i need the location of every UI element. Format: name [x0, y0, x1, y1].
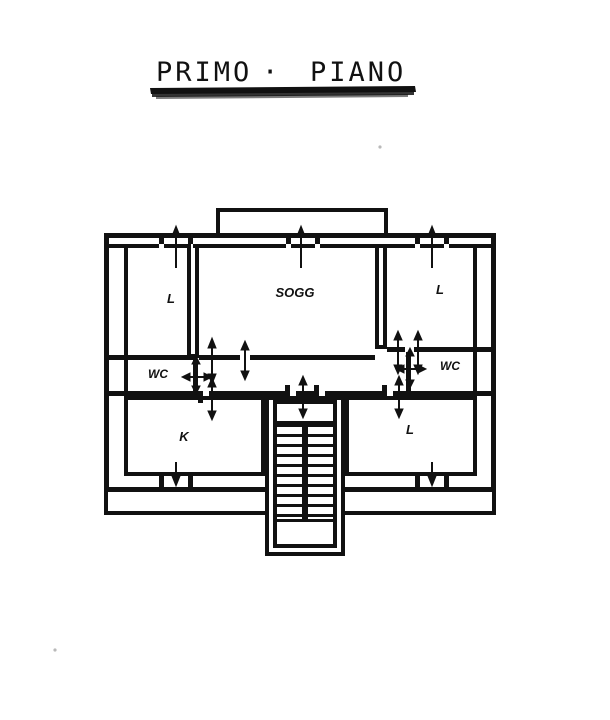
door-cucina — [207, 376, 217, 422]
opening-bottom-right — [427, 462, 437, 488]
staircase — [265, 396, 345, 556]
title-underline — [150, 86, 416, 99]
room-box-upper-right — [473, 248, 477, 348]
opening-top-right — [427, 224, 437, 268]
opening-top-center — [296, 224, 306, 268]
room-label-lower-right: L — [406, 422, 414, 437]
door-wc-right — [394, 346, 428, 390]
title-separator-dot: · — [262, 57, 281, 88]
opening-markers — [171, 224, 437, 488]
title-block: PRIMO · PIANO — [150, 57, 416, 99]
opening-top-left — [171, 224, 181, 268]
room-box-cucina — [124, 396, 265, 476]
room-label-wc-left: WC — [148, 367, 168, 381]
room-label-wc-right: WC — [440, 359, 460, 373]
door-wc-left — [180, 354, 214, 396]
speck-lower — [53, 648, 57, 652]
room-labels: L SOGG L WC WC K L — [148, 282, 460, 444]
room-box-upper-left — [124, 248, 128, 355]
room-label-upper-right: L — [436, 282, 444, 297]
title-word-primo: PRIMO — [156, 57, 252, 88]
room-label-upper-left: L — [167, 291, 175, 306]
room-label-cucina: K — [179, 429, 190, 444]
corridor-wall-upper — [109, 347, 491, 360]
exterior-wall-right — [491, 233, 496, 492]
terrace-bottom — [104, 476, 496, 515]
exterior-wall-left — [104, 233, 109, 492]
partition-sogg-right-a — [375, 244, 379, 349]
door-lower-right-l — [394, 374, 404, 420]
partition-left-sogg-a — [187, 244, 191, 358]
balcony-top — [216, 208, 388, 236]
room-label-soggiorno: SOGG — [275, 285, 314, 300]
opening-bottom-left — [171, 462, 181, 488]
scan-artifacts — [53, 145, 382, 652]
title-word-piano: PIANO — [310, 57, 406, 88]
door-stair-landing — [298, 374, 308, 420]
partition-wc-right — [406, 352, 411, 391]
partition-sogg-right-b — [383, 244, 387, 349]
partition-left-sogg-b — [195, 244, 199, 358]
speck-upper — [378, 145, 382, 149]
room-box-lower-right — [345, 396, 477, 476]
door-sogg-corridor-left — [240, 339, 250, 382]
